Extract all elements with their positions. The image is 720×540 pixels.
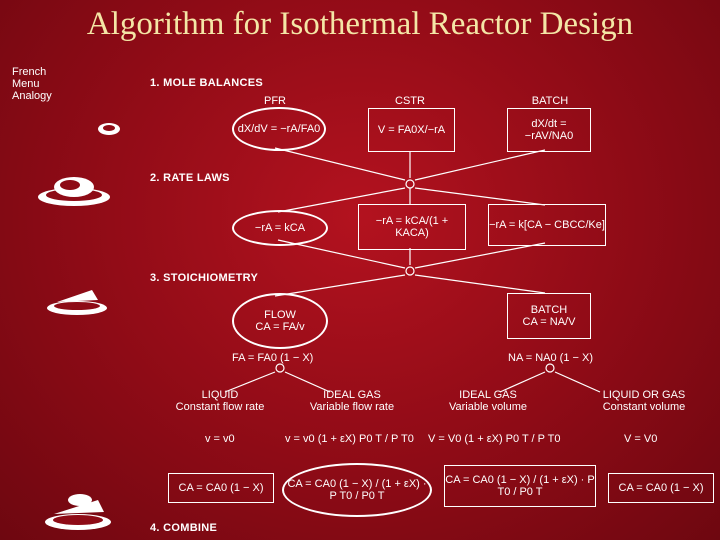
- ideal-gas-subheading: Variable flow rate: [309, 401, 395, 413]
- section-rate-laws: 2. RATE LAWS: [150, 172, 230, 184]
- liquid-or-gas-heading: LIQUID OR GAS: [602, 389, 686, 401]
- section-combine: 4. COMBINE: [150, 522, 218, 534]
- batch-relation: NA = NA0 (1 − X): [508, 352, 593, 364]
- volume-constant: V = V0: [624, 433, 658, 445]
- liquid-or-gas-constant-volume: LIQUID OR GAS Constant volume: [584, 389, 704, 413]
- dish-icon: [45, 494, 111, 530]
- dish-icon: [98, 123, 120, 135]
- batch-stoich-label: BATCH: [530, 304, 568, 316]
- dish-icon: [38, 177, 110, 206]
- combine-gas-batch: CA = CA0 (1 − X) / (1 + εX) · P T0 / P0 …: [444, 465, 596, 507]
- side-label-line: Menu: [12, 78, 40, 90]
- batch-stoich-equation: CA = NA/V: [522, 316, 576, 328]
- liquid-or-gas-subheading: Constant volume: [602, 401, 686, 413]
- volumetric-flow-gas: v = v0 (1 + εX) P0 T / P T0: [285, 433, 414, 445]
- batch-stoichiometry: BATCH CA = NA/V: [507, 293, 591, 339]
- side-label-line: French: [12, 66, 47, 78]
- volume-gas: V = V0 (1 + εX) P0 T / P T0: [428, 433, 561, 445]
- flow-equation: CA = FA/v: [255, 321, 305, 333]
- liquid-subheading: Constant flow rate: [175, 401, 265, 413]
- dish-icon: [47, 290, 107, 315]
- ideal-gas-variable-volume: IDEAL GAS Variable volume: [428, 389, 548, 413]
- page-title: Algorithm for Isothermal Reactor Design: [86, 6, 634, 42]
- liquid-constant-flow: LIQUID Constant flow rate: [160, 389, 280, 413]
- combine-liquid: CA = CA0 (1 − X): [168, 473, 274, 503]
- ideal-gas-heading: IDEAL GAS: [459, 389, 517, 401]
- flow-label: FLOW: [264, 309, 296, 321]
- flow-stoichiometry: FLOW CA = FA/v: [232, 293, 328, 349]
- cstr-label: CSTR: [395, 95, 425, 107]
- liquid-heading: LIQUID: [201, 389, 239, 401]
- batch-equation: dX/dt = −rAV/NA0: [507, 108, 591, 152]
- section-stoichiometry: 3. STOICHIOMETRY: [150, 272, 259, 284]
- ideal-gas-heading: IDEAL GAS: [323, 389, 381, 401]
- section-mole-balances: 1. MOLE BALANCES: [150, 77, 263, 89]
- pfr-label: PFR: [264, 95, 286, 107]
- side-label: French Menu Analogy: [12, 66, 82, 102]
- pfr-equation: dX/dV = −rA/FA0: [232, 107, 326, 151]
- rate-law-langmuir: −rA = kCA/(1 + KACA): [358, 204, 466, 250]
- cstr-equation: V = FA0X/−rA: [368, 108, 455, 152]
- volumetric-flow-liquid: v = v0: [205, 433, 235, 445]
- rate-law-reversible: −rA = k[CA − CBCC/Ke]: [488, 204, 606, 246]
- batch-label: BATCH: [531, 95, 569, 107]
- side-label-line: Analogy: [12, 90, 52, 102]
- flow-relation: FA = FA0 (1 − X): [232, 352, 314, 364]
- rate-law-first-order: −rA = kCA: [232, 210, 328, 246]
- combine-constant-volume: CA = CA0 (1 − X): [608, 473, 714, 503]
- ideal-gas-subheading: Variable volume: [448, 401, 528, 413]
- combine-gas-flow: CA = CA0 (1 − X) / (1 + εX) · P T0 / P0 …: [282, 463, 432, 517]
- ideal-gas-variable-flow: IDEAL GAS Variable flow rate: [292, 389, 412, 413]
